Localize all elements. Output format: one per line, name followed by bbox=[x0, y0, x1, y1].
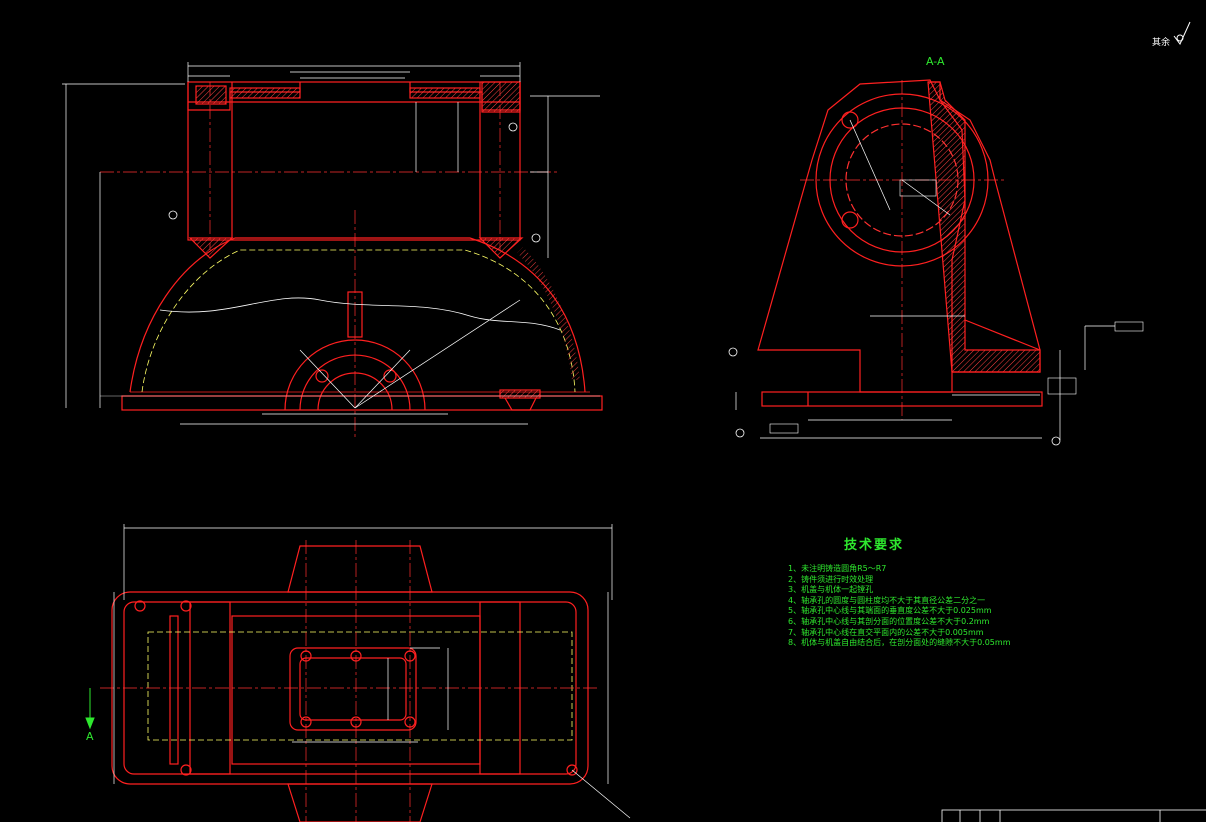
section-label: A-A bbox=[926, 55, 945, 68]
tech-requirements-list: 1、未注明铸造圆角R5～R7 2、铸件须进行时效处理 3、机盖与机体一起镗孔 4… bbox=[788, 564, 1011, 649]
roughness-note: 其余 bbox=[1152, 36, 1170, 48]
requirement-item: 4、轴承孔的圆度与圆柱度均不大于其直径公差二分之一 bbox=[788, 595, 986, 605]
top-view-centerlines bbox=[100, 540, 600, 822]
title-block bbox=[941, 809, 1206, 822]
tech-requirements-title: 技术要求 bbox=[844, 538, 905, 553]
top-view-dimensions bbox=[113, 524, 631, 819]
front-view-centerlines bbox=[100, 82, 560, 440]
requirement-item: 6、轴承孔中心线与其剖分面的位置度公差不大于0.2mm bbox=[788, 616, 990, 626]
view-arrow-label: A bbox=[86, 730, 94, 743]
section-dimensions bbox=[735, 119, 1144, 440]
front-view-dimensions bbox=[62, 62, 600, 425]
datum-markers bbox=[168, 122, 1061, 446]
requirement-item: 3、机盖与机体一起镗孔 bbox=[788, 585, 874, 595]
requirement-item: 1、未注明铸造圆角R5～R7 bbox=[788, 564, 887, 573]
top-view bbox=[111, 545, 589, 822]
break-line bbox=[159, 297, 561, 331]
front-view bbox=[121, 81, 603, 411]
requirement-item: 5、轴承孔中心线与其端面的垂直度公差不大于0.025mm bbox=[788, 606, 992, 616]
requirement-item: 8、机体与机盖自由结合后，在剖分面处的缝隙不大于0.05mm bbox=[788, 638, 1011, 648]
section-view bbox=[757, 79, 1043, 407]
roughness-symbol-icon bbox=[1173, 21, 1191, 45]
view-arrow bbox=[85, 688, 95, 730]
top-view-hidden-outline bbox=[147, 631, 573, 741]
requirement-item: 7、轴承孔中心线在直交平面内的公差不大于0.005mm bbox=[788, 627, 984, 637]
requirement-item: 2、铸件须进行时效处理 bbox=[788, 574, 874, 584]
